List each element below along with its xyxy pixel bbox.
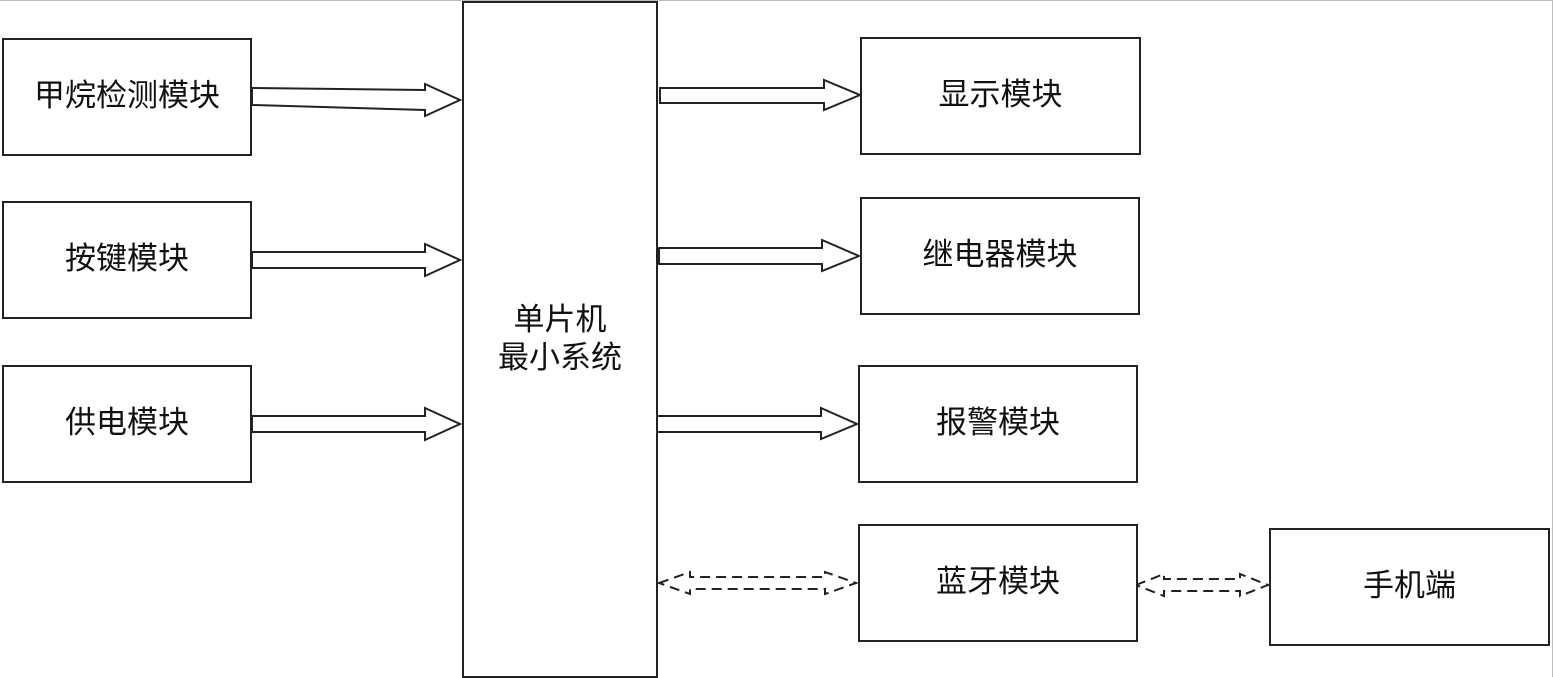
alarm-module: 报警模块: [858, 365, 1138, 483]
relay-label: 继电器模块: [922, 237, 1078, 274]
arrow-mcu-to-relay: [658, 238, 862, 273]
mcu-label-line2: 最小系统: [498, 339, 622, 376]
arrow-power-to-mcu: [251, 406, 463, 442]
arrow-mcu-to-display: [659, 78, 863, 112]
alarm-label: 报警模块: [936, 405, 1060, 442]
mobile-phone-label: 手机端: [1363, 568, 1456, 605]
bluetooth-module: 蓝牙模块: [858, 524, 1138, 642]
mcu-minimum-system: 单片机 最小系统: [462, 1, 658, 678]
display-module: 显示模块: [860, 37, 1141, 155]
methane-detection-module: 甲烷检测模块: [2, 38, 252, 156]
power-supply-module: 供电模块: [2, 365, 252, 483]
arrow-keys-to-mcu: [251, 242, 463, 278]
bluetooth-label: 蓝牙模块: [936, 564, 1060, 601]
arrow-mcu-bluetooth-bidirectional: [656, 570, 859, 596]
mobile-phone-terminal: 手机端: [1269, 528, 1550, 646]
display-label: 显示模块: [938, 77, 1063, 114]
power-supply-label: 供电模块: [65, 405, 189, 442]
relay-module: 继电器模块: [860, 197, 1140, 315]
arrow-bluetooth-phone-bidirectional: [1133, 572, 1271, 598]
methane-detection-label: 甲烷检测模块: [34, 78, 220, 115]
arrow-methane-to-mcu: [251, 82, 463, 118]
keypad-label: 按键模块: [65, 241, 189, 278]
arrow-mcu-to-alarm: [656, 406, 860, 441]
keypad-module: 按键模块: [2, 201, 252, 319]
mcu-label-line1: 单片机: [513, 302, 607, 339]
